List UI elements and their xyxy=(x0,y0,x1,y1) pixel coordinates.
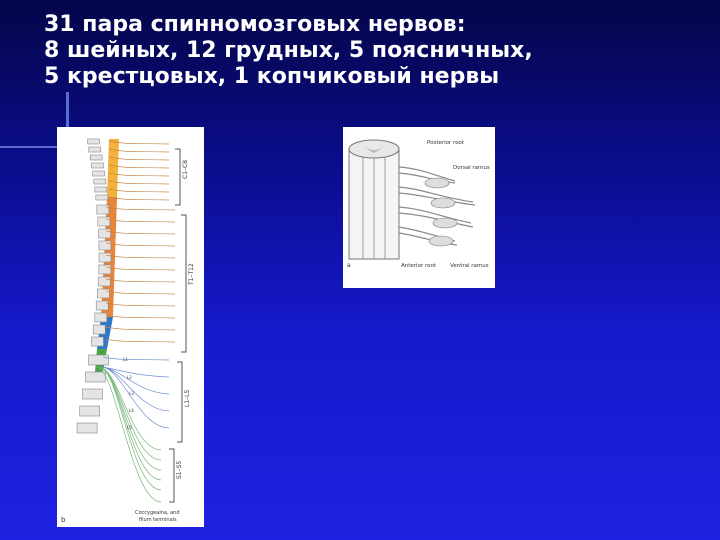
label-ventral-ramus: Ventral ramus xyxy=(450,263,489,269)
vertebra-3 xyxy=(90,155,102,160)
bracket-lumbar xyxy=(177,362,182,442)
vertebra-19 xyxy=(93,325,105,334)
bracket-cervical xyxy=(175,149,180,205)
spine-nerves-figure: C1–C8 T1–T12 L1–L5 S1–S5 b Coccygealna, … xyxy=(57,127,204,527)
decorative-line-horizontal xyxy=(0,146,60,148)
vertebra-14 xyxy=(99,265,111,274)
vertebra-18 xyxy=(95,313,107,322)
caption-line-2: filum terminals xyxy=(139,517,177,523)
vertebra-label-L2: L2 xyxy=(127,375,132,380)
vertebra-15 xyxy=(98,277,110,286)
vertebra-13 xyxy=(99,253,111,262)
vertebra-16 xyxy=(97,289,109,298)
bracket-thoracic xyxy=(181,215,186,352)
vertebral-column xyxy=(77,139,111,433)
panel-letter-a: a xyxy=(347,262,351,269)
region-label-sacral: S1–S5 xyxy=(176,461,183,479)
panel-letter-b: b xyxy=(61,516,66,524)
spinal-nerve-19 xyxy=(106,327,175,330)
nerve-roots-diagram: Posterior root Dorsal ramus Anterior roo… xyxy=(343,127,495,288)
spinal-nerve-16 xyxy=(106,291,175,294)
vertebra-label-L4: L4 xyxy=(129,408,134,413)
vertebra-9 xyxy=(97,205,109,214)
spinal-nerve-28 xyxy=(100,367,161,470)
label-posterior-root: Posterior root xyxy=(427,140,465,146)
spinal-nerve-15 xyxy=(106,279,175,282)
vertebra-7 xyxy=(95,187,107,192)
vertebra-21 xyxy=(89,355,109,365)
region-label-cervical: C1–C8 xyxy=(182,160,189,179)
vertebra-24 xyxy=(80,406,100,416)
cord-cross-section xyxy=(349,140,399,158)
vertebra-20 xyxy=(91,337,103,346)
spinal-nerve-11 xyxy=(106,231,175,234)
vertebra-label-L1: L1 xyxy=(123,357,128,362)
spinal-nerve-6 xyxy=(109,181,169,184)
spinal-nerve-21 xyxy=(103,357,169,360)
spinal-nerve-14 xyxy=(106,267,175,270)
spinal-nerve-20 xyxy=(106,339,175,342)
vertebra-4 xyxy=(91,163,103,168)
spinal-nerve-7 xyxy=(109,189,169,192)
title-line-3: 5 крестцовых, 1 копчиковый нервы xyxy=(44,64,694,90)
caption-line-1: Coccygealna, and xyxy=(135,510,180,516)
slide-title: 31 пара спинномозговых нервов: 8 шейных,… xyxy=(44,12,694,90)
label-dorsal-ramus: Dorsal ramus xyxy=(453,165,490,171)
vertebra-22 xyxy=(86,372,106,382)
vertebra-2 xyxy=(89,147,101,152)
vertebra-10 xyxy=(98,217,110,226)
vertebra-11 xyxy=(99,229,111,238)
spinal-nerve-5 xyxy=(109,173,169,176)
ganglion-3 xyxy=(433,218,457,228)
spinal-nerve-13 xyxy=(106,255,175,258)
vertebra-5 xyxy=(93,171,105,176)
nerve-roots-figure: Posterior root Dorsal ramus Anterior roo… xyxy=(343,127,495,288)
vertebra-label-L3: L3 xyxy=(129,391,134,396)
spine-diagram: C1–C8 T1–T12 L1–L5 S1–S5 b Coccygealna, … xyxy=(57,127,204,527)
spinal-nerve-12 xyxy=(106,243,175,246)
vertebra-17 xyxy=(96,301,108,310)
spinal-cord-cervical xyxy=(107,139,119,197)
title-line-1: 31 пара спинномозговых нервов: xyxy=(44,12,694,38)
ganglion-2 xyxy=(431,198,455,208)
label-anterior-root: Anterior root xyxy=(401,263,437,269)
vertebra-12 xyxy=(99,241,111,250)
vertebra-label-L5: L5 xyxy=(127,425,132,430)
region-label-thoracic: T1–T12 xyxy=(188,263,195,286)
spinal-nerve-18 xyxy=(106,315,175,318)
region-label-lumbar: L1–L5 xyxy=(184,389,191,407)
ganglion-1 xyxy=(425,178,449,188)
ganglion-4 xyxy=(429,236,453,246)
vertebra-25 xyxy=(77,423,97,433)
spinal-nerve-10 xyxy=(106,219,175,222)
title-line-2: 8 шейных, 12 грудных, 5 поясничных, xyxy=(44,38,694,64)
bracket-sacral xyxy=(169,449,174,502)
spinal-nerve-17 xyxy=(106,303,175,306)
vertebra-23 xyxy=(83,389,103,399)
vertebra-6 xyxy=(94,179,106,184)
vertebra-1 xyxy=(88,139,100,144)
spinal-nerve-8 xyxy=(109,197,169,200)
vertebra-8 xyxy=(96,195,108,200)
